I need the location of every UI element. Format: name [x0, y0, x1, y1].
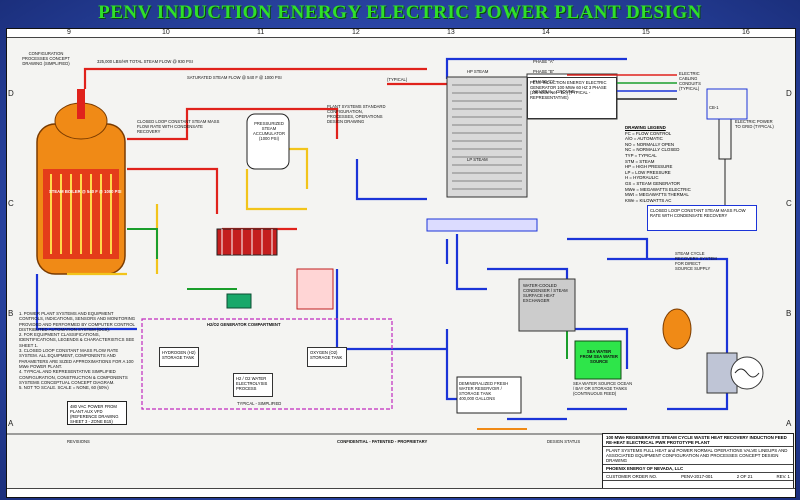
sea-water-label: SEA WATER FROM SEA WATER SOURCE [580, 349, 618, 364]
control-panel [296, 268, 334, 310]
customer-order-label: CUSTOMER ORDER NO. [606, 474, 658, 479]
note-item: 3. CLOSED LOOP CONSTANT MASS FLOW RATE S… [19, 348, 134, 369]
steam-flow-top-label: 325,000 LBS/HR TOTAL STEAM FLOW @ 930 PS… [97, 59, 193, 64]
steam-generator-label: STEAM BOILER @ 540 F @ 1000 PSI [49, 189, 122, 194]
demin-water-label: DEMINERALIZED FRESH WATER RESERVOIR / ST… [459, 381, 509, 401]
sea-water-tank [574, 340, 622, 380]
closed-loop-right-box: CLOSED LOOP CONSTANT STEAM MASS FLOW RAT… [647, 205, 757, 231]
h2-o2-compartment-outline [141, 318, 393, 410]
legend-item: A/O = AUTOMATIC [625, 136, 663, 142]
grid-col-label: 11 [257, 29, 265, 36]
typical-label: (TYPICAL) [387, 77, 408, 82]
grid-col-label: 16 [742, 29, 750, 36]
cb-label: CB-1 [709, 105, 719, 110]
grid-col-label: 10 [162, 29, 170, 36]
electric-power-label: ELECTRIC POWER TO GRID (TYPICAL) [735, 119, 774, 129]
grid-row-label: A [8, 419, 14, 428]
legend-item: TYP = TYPICAL [625, 152, 657, 158]
grid-row-label: D [8, 89, 14, 98]
notes-list: 1. POWER PLANT SYSTEMS AND EQUIPMENT CON… [19, 311, 137, 390]
plant-systems-label: PLANT SYSTEMS STANDARD CONFIGURATION, PR… [327, 104, 386, 124]
drawing-legend: DRAWING LEGEND FC = FLOW CONTROL A/O = A… [625, 125, 723, 203]
note-item: 4. TYPICAL AND REPRESENTATIVE SIMPLIFIED… [19, 369, 128, 385]
legend-item: KWe = KILOWATTS AC [625, 197, 672, 203]
hp-steam-label: HP STEAM [467, 69, 489, 74]
note-item: 1. POWER PLANT SYSTEMS AND EQUIPMENT CON… [19, 311, 136, 332]
grid-row-label: C [786, 199, 792, 208]
vac-power-box: 480 VAC POWER FROM PLANT AUX VFD (REFERE… [67, 401, 127, 425]
grid-strip-top: 9 10 11 12 13 14 15 16 [7, 29, 795, 38]
electric-cabling-label: ELECTRIC CABLING CONDUITS (TYPICAL) [679, 71, 701, 91]
phase-a-label: PHASE "A" [533, 59, 555, 64]
piping-diagram [7, 57, 764, 435]
condenser-unit [518, 278, 576, 332]
legend-item: H = HYDRAULIC [625, 175, 659, 181]
grid-row-label: A [786, 419, 792, 428]
electrolysis-unit: H2 / O2 WATER ELECTROLYSIS PROCESS [233, 373, 273, 397]
generator-box: PENV INDUCTION ENERGY ELECTRIC GENERATOR… [527, 77, 617, 119]
steam-boiler-vessel [36, 89, 126, 275]
legend-heading: DRAWING LEGEND [625, 125, 666, 130]
saturated-steam-label: SATURATED STEAM FLOW @ 540 F @ 1000 PSI [187, 75, 282, 80]
title-block-company: PHOENIX ENERGY OF NEVADA, LLC [603, 465, 793, 473]
lp-steam-label: LP STEAM [467, 157, 488, 162]
grid-row-label: C [8, 199, 14, 208]
confidential-label: CONFIDENTIAL - PATENTED - PROPRIETARY [337, 439, 428, 444]
neutral-label: NEUTRAL - GROUND [533, 89, 575, 94]
hydrogen-tank: HYDROGEN (H2) STORAGE TANK [159, 347, 199, 367]
revisions-label: REVISIONS [67, 439, 90, 444]
steam-cycle-label: STEAM CYCLE RECOVERY SYSTEM FOR DIRECT S… [675, 251, 717, 271]
accumulator-label: PRESSURIZED STEAM ACCUMULATOR (1000 PSI) [253, 121, 285, 141]
page-title: PENV INDUCTION ENERGY ELECTRIC POWER PLA… [98, 2, 702, 23]
note-item: 2. FOR EQUIPMENT CLASSIFICATIONS, IDENTI… [19, 332, 135, 348]
grid-col-label: 12 [352, 29, 360, 36]
grid-row-label: B [786, 309, 792, 318]
closed-loop-label: CLOSED LOOP CONSTANT STEAM MASS FLOW RAT… [137, 119, 220, 134]
grid-row-label: B [8, 309, 14, 318]
electric-generator-symbol [706, 352, 764, 394]
grid-col-label: 13 [447, 29, 455, 36]
design-status-label: DESIGN STATUS [547, 439, 581, 444]
concept-label: CONFIGURATION PROCESSES CONCEPT DRAWING … [22, 51, 70, 66]
legend-item: FC = FLOW CONTROL [625, 130, 672, 136]
sheet-number: 2 OF 21 [736, 474, 753, 479]
grid-col-label: 15 [642, 29, 650, 36]
legend-item: NO = NORMALLY OPEN [625, 141, 675, 147]
turbine-heat-exchanger [426, 76, 538, 232]
legend-item: MWt = MEGAWATTS THERMAL [625, 192, 689, 198]
grid-strip-bottom [7, 488, 795, 497]
title-block-heading: 100 MWe REGENERATIVE STEAM CYCLE WASTE H… [603, 434, 793, 447]
legend-item: STM = STEAM [625, 158, 655, 164]
h2-o2-label: H2/O2 GENERATOR COMPARTMENT [207, 322, 281, 327]
revision-number: REV. 1 [776, 474, 790, 479]
title-block-footer: CUSTOMER ORDER NO. PENV-2017-001 2 OF 21… [603, 473, 793, 481]
drawing-sheet: 9 10 11 12 13 14 15 16 D C B A D C B A [6, 28, 796, 498]
demin-water-tank [456, 376, 522, 414]
oxygen-tank: OXYGEN (O2) STORAGE TANK [307, 347, 347, 367]
typical-simplified-label: TYPICAL - SIMPLIFIED [237, 401, 282, 406]
legend-item: LP = LOW PRESSURE [625, 169, 671, 175]
legend-item: MWe = MEGAWATTS ELECTRIC [625, 186, 691, 192]
dwg-no: PENV-2017-001 [681, 474, 713, 479]
pump-module [226, 293, 252, 309]
legend-item: GS = STEAM GENERATOR [625, 180, 681, 186]
phase-b-label: PHASE "B" [533, 69, 555, 74]
grid-col-label: 9 [67, 29, 71, 36]
note-item: 5. NOT TO SCALE. SCALE = NONE, 60 (60%) [19, 385, 109, 391]
legend-item: NC = NORMALLY CLOSED [625, 147, 680, 153]
legend-item: HP = HIGH PRESSURE [625, 164, 673, 170]
pressurized-accumulator [246, 113, 290, 170]
induction-heater [216, 228, 278, 256]
right-heater-tank [662, 308, 692, 350]
sea-water-source-label: SEA WATER SOURCE OCEAN / BAY OR STORAGE … [573, 381, 633, 396]
title-block-description: PLANT SYSTEMS FULL HEAT and POWER NORMAL… [603, 447, 793, 465]
grid-row-label: D [786, 89, 792, 98]
grid-col-label: 14 [542, 29, 550, 36]
phase-c-label: PHASE "C" [533, 79, 555, 84]
condenser-label: WATER-COOLED CONDENSER / STEAM SURFACE H… [523, 283, 568, 303]
